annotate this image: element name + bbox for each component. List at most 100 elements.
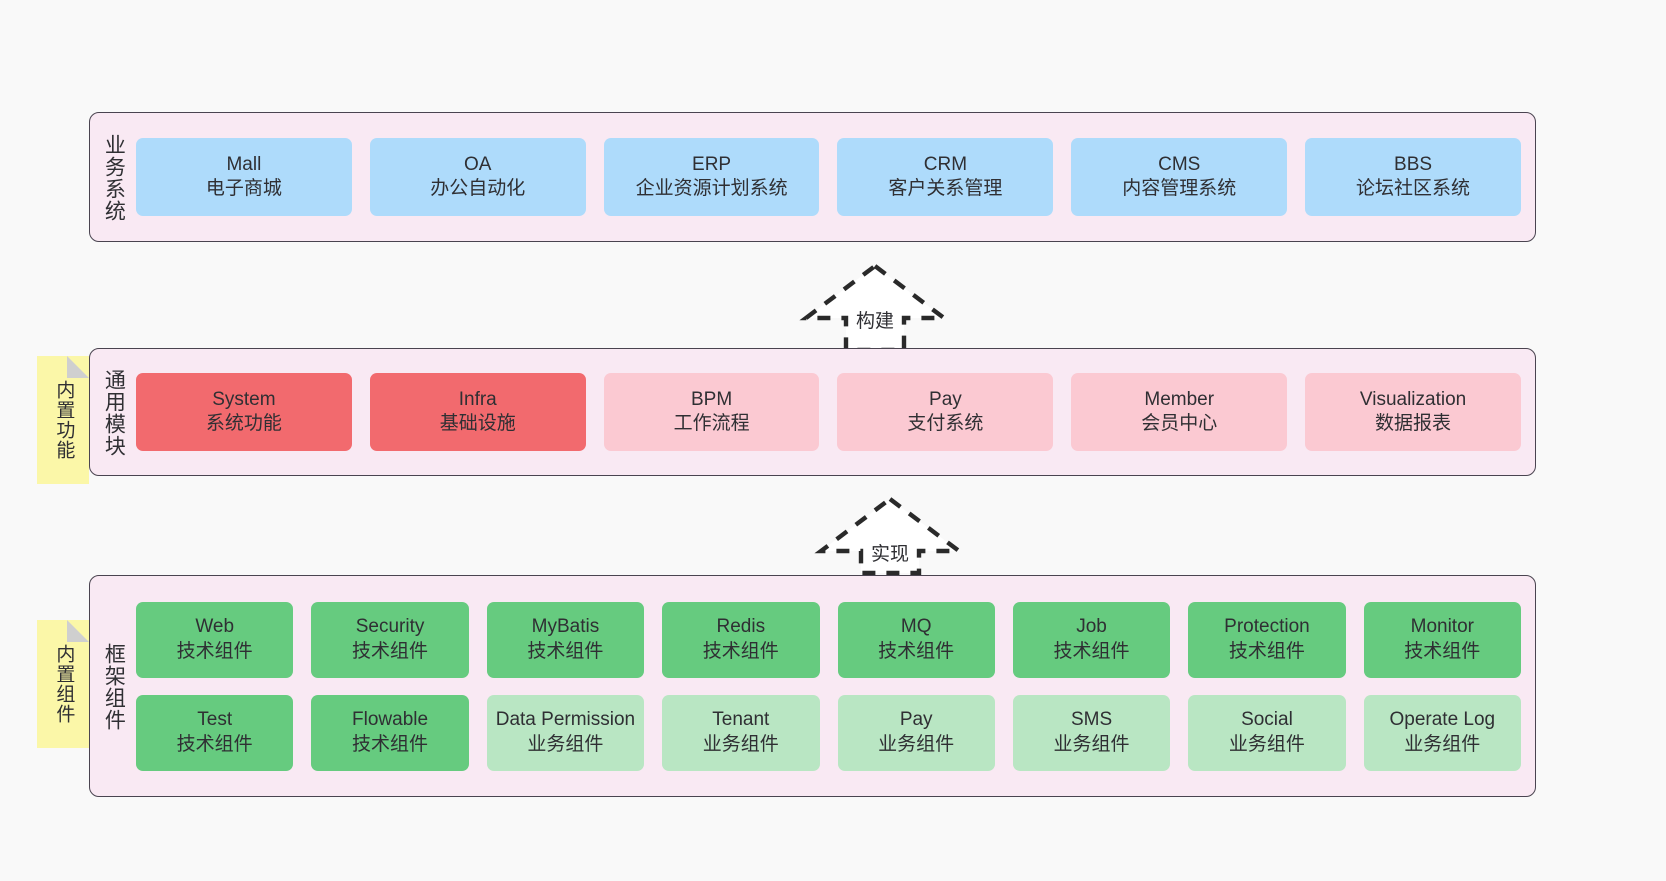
card-title: Mall: [226, 153, 262, 175]
card-title: Protection: [1224, 616, 1310, 638]
card-title: CMS: [1158, 153, 1201, 175]
card-subtitle: 技术组件: [1053, 640, 1130, 662]
card-subtitle: 技术组件: [878, 640, 955, 662]
layer-title-common-modules: 通用模块: [102, 369, 126, 457]
connector-implement-label: 实现: [870, 544, 909, 565]
card-title: Data Permission: [495, 709, 636, 731]
card-title: Monitor: [1410, 616, 1474, 638]
card-pay-module[interactable]: Pay 支付系统: [837, 373, 1054, 451]
card-title: Flowable: [352, 709, 429, 731]
card-title: Pay: [899, 709, 933, 731]
card-title: CRM: [923, 153, 968, 175]
card-title: Test: [197, 709, 233, 731]
card-web[interactable]: Web 技术组件: [136, 601, 294, 678]
card-title: OA: [464, 153, 492, 175]
card-title: Social: [1241, 709, 1293, 731]
card-pay-component[interactable]: Pay 业务组件: [837, 694, 995, 771]
card-operate-log[interactable]: Operate Log 业务组件: [1363, 694, 1521, 771]
layer-title-framework-components: 框架组件: [102, 643, 126, 731]
card-title: Job: [1076, 616, 1107, 638]
card-title: BBS: [1394, 153, 1433, 175]
card-subtitle: 系统功能: [205, 413, 282, 434]
card-subtitle: 企业资源计划系统: [635, 178, 788, 199]
card-social[interactable]: Social 业务组件: [1188, 694, 1346, 771]
card-erp[interactable]: ERP 企业资源计划系统: [603, 138, 820, 216]
card-subtitle: 技术组件: [176, 640, 253, 662]
card-mybatis[interactable]: MyBatis 技术组件: [486, 601, 645, 678]
implement-arrow-shape: [814, 496, 966, 576]
card-title: System: [212, 388, 276, 410]
card-title: Operate Log: [1389, 709, 1496, 731]
card-subtitle: 工作流程: [673, 413, 750, 434]
card-title: Visualization: [1359, 388, 1467, 410]
card-title: Web: [195, 616, 235, 638]
card-subtitle: 业务组件: [878, 733, 955, 755]
card-title: MyBatis: [531, 616, 600, 638]
card-subtitle: 会员中心: [1141, 413, 1218, 434]
card-subtitle: 技术组件: [352, 733, 429, 755]
card-bpm[interactable]: BPM 工作流程: [603, 373, 820, 451]
card-row: Test 技术组件 Flowable 技术组件 Data Permission …: [136, 694, 1521, 771]
card-subtitle: 业务组件: [527, 733, 604, 755]
card-security[interactable]: Security 技术组件: [311, 601, 469, 678]
card-title: MQ: [900, 616, 932, 638]
card-title: Tenant: [712, 709, 770, 731]
card-data-permission[interactable]: Data Permission 业务组件: [486, 694, 645, 771]
card-infra[interactable]: Infra 基础设施: [369, 373, 586, 451]
card-subtitle: 技术组件: [527, 640, 604, 662]
card-subtitle: 论坛社区系统: [1356, 178, 1471, 199]
card-system[interactable]: System 系统功能: [136, 373, 352, 451]
card-title: BPM: [690, 388, 733, 410]
card-subtitle: 电子商城: [205, 178, 282, 199]
card-subtitle: 技术组件: [1228, 640, 1305, 662]
connector-implement: 实现: [814, 495, 966, 576]
card-title: Infra: [458, 388, 497, 410]
card-member[interactable]: Member 会员中心: [1071, 373, 1288, 451]
card-subtitle: 基础设施: [439, 413, 516, 434]
layer-framework-components: 框架组件 Web 技术组件 Security 技术组件 MyBatis 技术组件…: [89, 575, 1536, 797]
connector-build-label: 构建: [855, 311, 894, 332]
card-protection[interactable]: Protection 技术组件: [1188, 601, 1346, 678]
layer-common-modules: 通用模块 System 系统功能 Infra 基础设施 BPM 工作流程 Pay…: [89, 348, 1536, 476]
card-bbs[interactable]: BBS 论坛社区系统: [1305, 138, 1521, 216]
card-subtitle: 技术组件: [702, 640, 779, 662]
card-mq[interactable]: MQ 技术组件: [837, 601, 995, 678]
card-row: System 系统功能 Infra 基础设施 BPM 工作流程 Pay 支付系统…: [136, 373, 1521, 451]
card-mall[interactable]: Mall 电子商城: [136, 138, 352, 216]
card-subtitle: 办公自动化: [430, 178, 526, 199]
card-sms[interactable]: SMS 业务组件: [1012, 694, 1171, 771]
card-tenant[interactable]: Tenant 业务组件: [662, 694, 820, 771]
sticky-note-label: 内置组件: [53, 644, 75, 724]
sticky-note-label: 内置功能: [53, 380, 75, 460]
card-subtitle: 内容管理系统: [1122, 178, 1237, 199]
card-visualization[interactable]: Visualization 数据报表: [1305, 373, 1521, 451]
card-row: Mall 电子商城 OA 办公自动化 ERP 企业资源计划系统 CRM 客户关系…: [136, 138, 1521, 216]
card-job[interactable]: Job 技术组件: [1012, 601, 1171, 678]
card-subtitle: 技术组件: [176, 733, 253, 755]
card-oa[interactable]: OA 办公自动化: [369, 138, 586, 216]
card-title: Member: [1144, 388, 1215, 410]
card-test[interactable]: Test 技术组件: [136, 694, 294, 771]
card-monitor[interactable]: Monitor 技术组件: [1363, 601, 1521, 678]
card-crm[interactable]: CRM 客户关系管理: [837, 138, 1054, 216]
card-subtitle: 数据报表: [1375, 413, 1452, 434]
sticky-note-builtin-components: 内置组件: [37, 620, 89, 748]
card-title: Redis: [716, 616, 766, 638]
sticky-note-builtin-features: 内置功能: [37, 356, 89, 484]
card-subtitle: 业务组件: [1404, 733, 1481, 755]
card-subtitle: 业务组件: [1228, 733, 1305, 755]
card-flowable[interactable]: Flowable 技术组件: [311, 694, 469, 771]
card-redis[interactable]: Redis 技术组件: [662, 601, 820, 678]
layer-title-business-systems: 业务系统: [102, 134, 126, 222]
connector-build: 构建: [799, 262, 951, 353]
card-subtitle: 业务组件: [702, 733, 779, 755]
card-title: SMS: [1070, 709, 1113, 731]
card-title: Security: [355, 616, 425, 638]
cards-area-common-modules: System 系统功能 Infra 基础设施 BPM 工作流程 Pay 支付系统…: [136, 349, 1535, 475]
cards-area-framework-components: Web 技术组件 Security 技术组件 MyBatis 技术组件 Redi…: [136, 576, 1535, 796]
card-cms[interactable]: CMS 内容管理系统: [1071, 138, 1288, 216]
card-subtitle: 客户关系管理: [888, 178, 1003, 199]
build-arrow-shape: [799, 263, 951, 353]
layer-business-systems: 业务系统 Mall 电子商城 OA 办公自动化 ERP 企业资源计划系统 CRM…: [89, 112, 1536, 242]
